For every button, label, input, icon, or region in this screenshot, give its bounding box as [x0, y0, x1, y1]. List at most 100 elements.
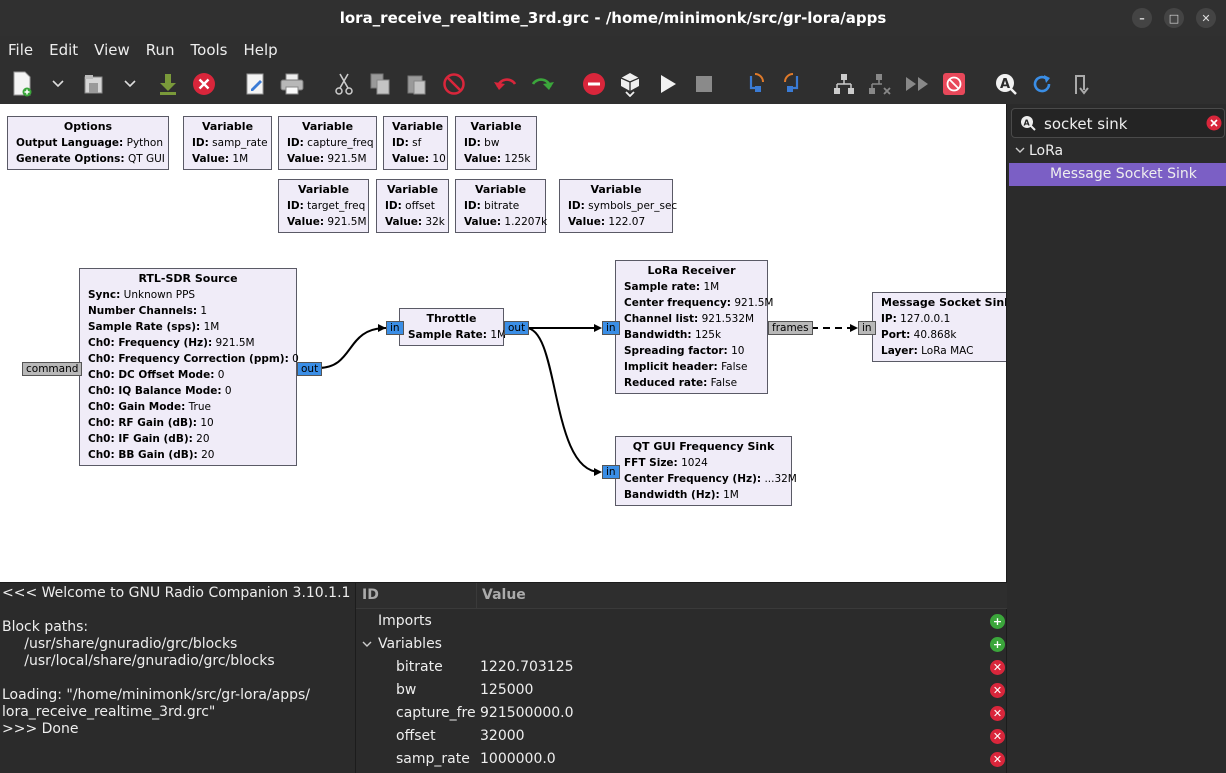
rtl-sdr-source-block[interactable]: RTL-SDR Source Sync: Unknown PPS Number … [79, 268, 299, 466]
find-block-icon[interactable]: A [992, 70, 1020, 98]
cut-icon[interactable] [330, 70, 358, 98]
block-title: Variable [201, 120, 254, 133]
socket-sink-in-port[interactable]: in [858, 321, 876, 335]
lora-frames-port[interactable]: frames [768, 321, 813, 335]
rtl-out-port[interactable]: out [297, 362, 323, 376]
variable-row[interactable]: samp_rate 1000000.0 ✕ [356, 748, 1007, 771]
print-icon[interactable] [278, 70, 306, 98]
lora-in-port[interactable]: in [602, 321, 620, 335]
create-hier-icon[interactable] [830, 70, 858, 98]
variable-row[interactable]: capture_fre 921500000.0 ✕ [356, 702, 1007, 725]
variable-block-symbols-per-sec[interactable]: Variable ID: symbols_per_sec Value: 122.… [559, 179, 678, 233]
throttle-block[interactable]: Throttle Sample Rate: 1M [399, 308, 506, 346]
message-socket-sink-block[interactable]: Message Socket Sink IP: 127.0.0.1 Port: … [872, 292, 1006, 362]
variable-block-bw[interactable]: Variable ID: bw Value: 125k [455, 116, 537, 170]
menu-tools[interactable]: Tools [190, 41, 228, 59]
menu-file[interactable]: File [8, 41, 34, 59]
redo-icon[interactable] [528, 70, 556, 98]
variable-block-bitrate[interactable]: Variable ID: bitrate Value: 1.2207k [455, 179, 547, 233]
menu-run[interactable]: Run [145, 41, 175, 59]
variable-block-capture-freq[interactable]: Variable ID: capture_freq Value: 921.5M [278, 116, 377, 170]
flowgraph-canvas[interactable]: Options Output Language: Python Generate… [0, 104, 1006, 582]
variables-row[interactable]: Variables + [356, 633, 1007, 656]
delete-variable-icon[interactable]: ✕ [990, 729, 1005, 744]
delete-variable-icon[interactable]: ✕ [990, 706, 1005, 721]
dropdown-arrow-icon[interactable] [116, 70, 144, 98]
stop-icon[interactable] [690, 70, 718, 98]
tree-category-lora[interactable]: LoRa [1007, 140, 1226, 163]
block-search-input[interactable]: A socket sink [1011, 108, 1225, 138]
rotate-ccw-icon[interactable] [742, 70, 770, 98]
block-param: Ch0: DC Offset Mode: 0 [88, 369, 225, 381]
generate-icon[interactable] [616, 70, 644, 98]
block-param: Implicit header: False [624, 361, 748, 373]
variable-row[interactable]: offset 32000 ✕ [356, 725, 1007, 748]
bypass-icon[interactable] [904, 70, 932, 98]
block-param: ID: samp_rate [192, 137, 268, 149]
variables-header: ID Value [356, 583, 1007, 609]
dropdown-arrow-icon[interactable] [44, 70, 72, 98]
copy-icon[interactable] [366, 70, 394, 98]
add-import-icon[interactable]: + [990, 614, 1005, 629]
edit-icon[interactable] [242, 70, 270, 98]
variable-block-offset[interactable]: Variable ID: offset Value: 32k [376, 179, 449, 233]
delete-variable-icon[interactable]: ✕ [990, 752, 1005, 767]
lora-receiver-block[interactable]: LoRa Receiver Sample rate: 1M Center fre… [615, 260, 773, 394]
console-line: Block paths: [2, 619, 89, 635]
console-line [2, 602, 353, 619]
variable-block-sf[interactable]: Variable ID: sf Value: 10 [383, 116, 448, 170]
new-document-icon[interactable] [8, 70, 36, 98]
add-variable-icon[interactable]: + [990, 637, 1005, 652]
block-param: Sample rate: 1M [624, 281, 720, 293]
close-icon[interactable]: ✕ [1196, 8, 1216, 28]
block-param: Value: 921.5M [287, 216, 367, 228]
variable-block-samp-rate[interactable]: Variable ID: samp_rate Value: 1M [183, 116, 272, 170]
delete-variable-icon[interactable]: ✕ [990, 660, 1005, 675]
block-title: Variable [301, 120, 354, 133]
variable-row[interactable]: bitrate 1220.703125 ✕ [356, 656, 1007, 679]
imports-row[interactable]: Imports + [356, 610, 1007, 633]
execute-icon[interactable] [654, 70, 682, 98]
throttle-in-port[interactable]: in [386, 321, 404, 335]
disable-block-icon[interactable] [580, 70, 608, 98]
close-icon[interactable] [190, 70, 218, 98]
block-param: FFT Size: 1024 [624, 457, 708, 469]
return-icon[interactable] [1066, 70, 1094, 98]
delete-icon[interactable] [440, 70, 468, 98]
reload-icon[interactable] [1028, 70, 1056, 98]
delete-variable-icon[interactable]: ✕ [990, 683, 1005, 698]
block-title: Throttle [426, 312, 477, 325]
throttle-out-port[interactable]: out [504, 321, 530, 335]
undo-icon[interactable] [492, 70, 520, 98]
options-block[interactable]: Options Output Language: Python Generate… [7, 116, 169, 170]
block-param: ID: symbols_per_sec [568, 200, 678, 212]
menu-edit[interactable]: Edit [49, 41, 79, 59]
rotate-cw-icon[interactable] [778, 70, 806, 98]
open-folder-icon[interactable] [80, 70, 108, 98]
maximize-icon[interactable]: □ [1164, 8, 1184, 28]
clear-search-icon[interactable] [1206, 115, 1222, 131]
column-header-id[interactable]: ID [362, 587, 379, 603]
qt-gui-frequency-sink-block[interactable]: QT GUI Frequency Sink FFT Size: 1024 Cen… [615, 436, 797, 506]
open-hier-icon[interactable] [866, 70, 894, 98]
console-line: >>> Done [2, 721, 79, 737]
menu-view[interactable]: View [94, 41, 130, 59]
block-param: ID: capture_freq [287, 137, 374, 149]
freq-sink-in-port[interactable]: in [602, 465, 620, 479]
title-bar: lora_receive_realtime_3rd.grc - /home/mi… [0, 0, 1226, 36]
block-param: Number Channels: 1 [88, 305, 208, 317]
command-port[interactable]: command [22, 362, 83, 376]
variable-row[interactable]: bw 125000 ✕ [356, 679, 1007, 702]
block-title: Variable [470, 120, 522, 133]
column-header-value[interactable]: Value [482, 587, 526, 603]
block-param: Ch0: BB Gain (dB): 20 [88, 449, 215, 461]
save-icon[interactable] [154, 70, 182, 98]
paste-icon[interactable] [402, 70, 430, 98]
block-param: Channel list: 921.532M [624, 313, 755, 325]
variable-block-target-freq[interactable]: Variable ID: target_freq Value: 921.5M [278, 179, 369, 233]
tree-item-message-socket-sink[interactable]: Message Socket Sink [1009, 163, 1226, 186]
menu-help[interactable]: Help [243, 41, 278, 59]
kill-icon[interactable] [940, 70, 968, 98]
minimize-icon[interactable]: – [1132, 8, 1152, 28]
